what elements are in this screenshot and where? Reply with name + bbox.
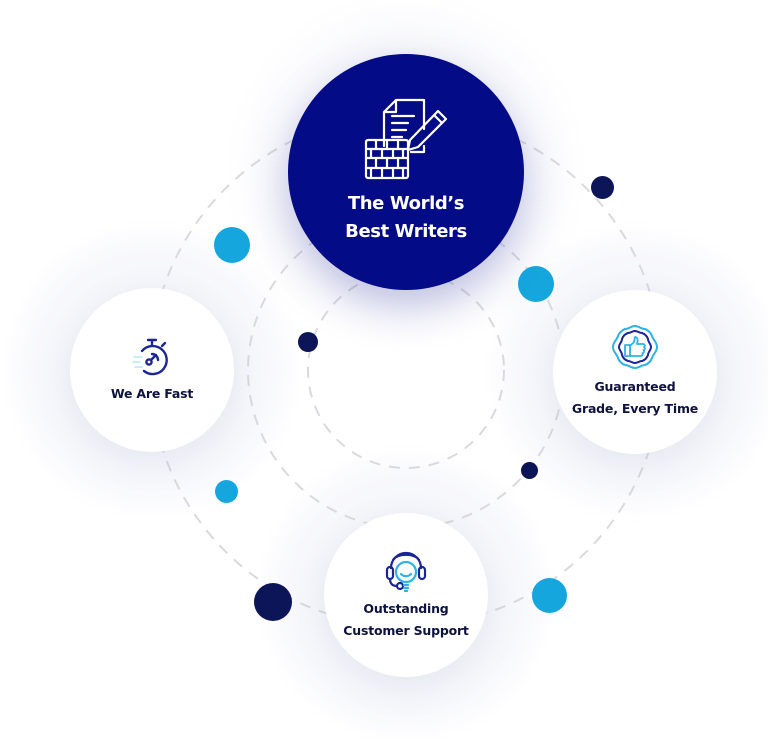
feature-support-line2: Customer Support <box>343 623 469 638</box>
feature-card-grade[interactable]: Guaranteed Grade, Every Time <box>553 290 717 454</box>
inner-ring <box>307 271 505 469</box>
dot-light-blue <box>518 266 554 302</box>
dot-dark-navy <box>521 462 538 479</box>
main-feature-title-line1: The World’s <box>347 193 465 214</box>
stopwatch-icon <box>132 338 168 376</box>
feature-card-support[interactable]: Outstanding Customer Support <box>324 513 488 677</box>
feature-card-fast[interactable]: We Are Fast <box>70 288 234 452</box>
dot-light-blue <box>214 227 250 263</box>
dot-light-blue <box>532 578 567 613</box>
main-feature-title: The World’s Best Writers <box>345 190 467 246</box>
feature-support-line1: Outstanding <box>363 601 449 616</box>
dot-dark-navy <box>254 583 292 621</box>
feature-support-label: Outstanding Customer Support <box>343 598 469 642</box>
dot-light-blue <box>215 480 238 503</box>
headset-support-icon <box>385 551 427 592</box>
dot-dark-navy <box>591 176 614 199</box>
feature-fast-line1: We Are Fast <box>110 386 194 401</box>
feature-grade-label: Guaranteed Grade, Every Time <box>572 376 698 420</box>
feature-grade-line1: Guaranteed <box>594 379 676 394</box>
feature-fast-label: We Are Fast <box>110 383 194 405</box>
document-pencil-brick-wall-icon <box>364 98 448 180</box>
main-feature-title-line2: Best Writers <box>345 221 467 242</box>
main-feature-best-writers[interactable]: The World’s Best Writers <box>288 54 524 290</box>
dot-dark-navy <box>298 332 318 352</box>
feature-grade-line2: Grade, Every Time <box>571 401 699 416</box>
thumbs-up-badge-icon <box>611 324 659 370</box>
